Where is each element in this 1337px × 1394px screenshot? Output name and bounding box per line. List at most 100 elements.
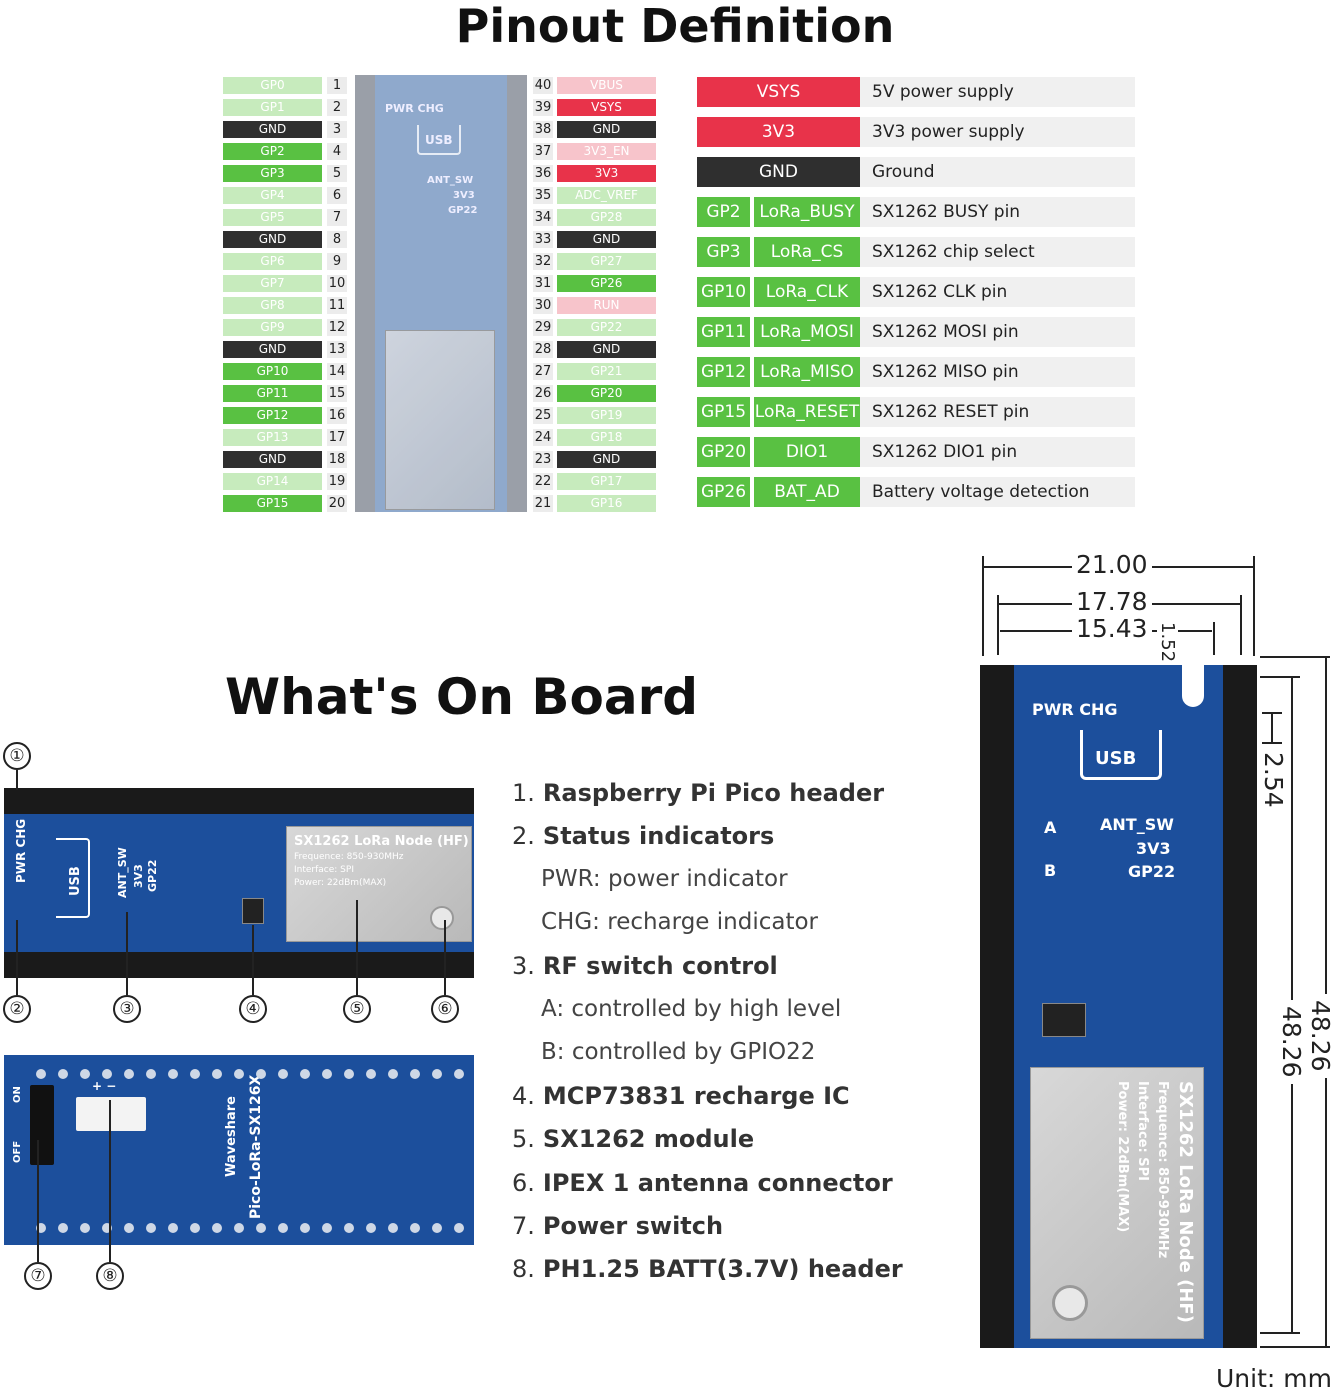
right-pin-label: GND [557, 121, 656, 138]
dim-height-1: 48.26 [1277, 1000, 1306, 1084]
back-board-photo: ON OFF + − Waveshare Pico-LoRa-SX126X [4, 1055, 474, 1245]
right-pin-label: GP16 [557, 495, 656, 512]
header-hole [322, 1069, 332, 1079]
feature-title: MCP73831 recharge IC [542, 1082, 850, 1111]
dim-height-2: 48.26 [1306, 994, 1335, 1078]
header-hole [366, 1069, 376, 1079]
feature-subitem: CHG: recharge indicator [541, 908, 819, 935]
feature-title: PH1.25 BATT(3.7V) header [542, 1255, 903, 1284]
right-pin-number: 37 [533, 143, 553, 160]
legend-gpio-label: GP10 [697, 277, 750, 307]
pinout-usb-label: USB [425, 133, 453, 147]
right-pin-number: 40 [533, 77, 553, 94]
dimension-gp22-label: GP22 [1128, 862, 1176, 881]
legend-description: SX1262 chip select [860, 237, 1135, 267]
callout-1: ① [3, 742, 31, 770]
left-pin-label: GP0 [223, 77, 322, 94]
left-pin-label: GP14 [223, 473, 322, 490]
feature-number: 2. [512, 822, 535, 851]
legend-function-label: LoRa_MISO [754, 357, 860, 387]
header-hole [454, 1223, 464, 1233]
header-hole [58, 1069, 68, 1079]
feature-number: 3. [512, 952, 535, 981]
legend-description: SX1262 RESET pin [860, 397, 1135, 427]
header-hole [388, 1069, 398, 1079]
legend-gpio-label: GP3 [697, 237, 750, 267]
left-pin-label: GND [223, 341, 322, 358]
header-hole [256, 1223, 266, 1233]
left-pin-label: GND [223, 231, 322, 248]
left-pin-number: 8 [327, 231, 347, 248]
back-plus-minus: + − [92, 1079, 117, 1093]
callout-leader [16, 770, 18, 790]
right-pin-number: 26 [533, 385, 553, 402]
dimension-ant-sw-label: ANT_SW [1100, 815, 1174, 834]
front-ant-sw-label: ANT_SW [116, 847, 129, 898]
left-pin-label: GP11 [223, 385, 322, 402]
feature-item: 8.PH1.25 BATT(3.7V) header [512, 1255, 903, 1283]
header-hole [300, 1223, 310, 1233]
dimension-module-frequency: Frequence: 850-930MHz [1155, 1081, 1170, 1259]
right-pin-label: GND [557, 231, 656, 248]
dimension-board: PWR CHG USB A B ANT_SW 3V3 GP22 SX1262 L… [980, 655, 1257, 1348]
left-pin-label: GP15 [223, 495, 322, 512]
feature-title: Raspberry Pi Pico header [542, 779, 885, 807]
dimension-recharge-ic [1042, 1003, 1086, 1037]
right-pin-number: 27 [533, 363, 553, 380]
legend-description: SX1262 CLK pin [860, 277, 1135, 307]
unit-label: Unit: mm [1216, 1364, 1332, 1393]
dimension-slot [1182, 655, 1204, 707]
dim-width-1543: 15.43 [1072, 614, 1152, 643]
header-hole [278, 1223, 288, 1233]
header-hole [102, 1069, 112, 1079]
dimension-module-power: Power: 22dBm(MAX) [1115, 1081, 1130, 1233]
legend-function-label: LoRa_RESET [754, 397, 860, 427]
callout-2: ② [3, 995, 31, 1023]
right-pin-number: 21 [533, 495, 553, 512]
right-pin-label: GP18 [557, 429, 656, 446]
front-3v3-label: 3V3 [132, 864, 145, 888]
left-pin-number: 6 [327, 187, 347, 204]
header-hole [168, 1223, 178, 1233]
right-pin-label: GP27 [557, 253, 656, 270]
right-pin-label: 3V3_EN [557, 143, 656, 160]
feature-number: 6. [512, 1168, 535, 1197]
feature-title: Status indicators [542, 822, 775, 851]
pinout-usb-port [417, 125, 461, 155]
right-pin-label: GND [557, 451, 656, 468]
left-pin-number: 2 [327, 99, 347, 116]
callout-leader [109, 1100, 111, 1262]
feature-number: 4. [512, 1082, 535, 1111]
callout-leader [37, 1140, 39, 1262]
left-pin-number: 10 [327, 275, 347, 292]
left-pin-label: GP8 [223, 297, 322, 314]
left-pin-number: 11 [327, 297, 347, 314]
header-hole [36, 1223, 46, 1233]
dim-width-1778: 17.78 [1072, 587, 1152, 616]
left-pin-label: GP4 [223, 187, 322, 204]
left-pin-label: GP1 [223, 99, 322, 116]
right-pin-number: 34 [533, 209, 553, 226]
right-pin-number: 38 [533, 121, 553, 138]
legend-description: SX1262 DIO1 pin [860, 437, 1135, 467]
legend-gpio-label: GP2 [697, 197, 750, 227]
header-hole [212, 1223, 222, 1233]
left-pin-number: 20 [327, 495, 347, 512]
front-gp22-label: GP22 [146, 859, 159, 892]
header-hole [234, 1223, 244, 1233]
right-pin-number: 25 [533, 407, 553, 424]
front-module-power: Power: 22dBm(MAX) [294, 878, 387, 888]
header-hole [300, 1069, 310, 1079]
header-hole [212, 1069, 222, 1079]
callout-8: ⑧ [96, 1262, 124, 1290]
back-power-switch [30, 1085, 54, 1165]
left-pin-label: GP7 [223, 275, 322, 292]
header-hole [80, 1223, 90, 1233]
left-pin-label: GP2 [223, 143, 322, 160]
dimension-3v3-label: 3V3 [1136, 839, 1171, 858]
header-hole [410, 1069, 420, 1079]
header-hole [190, 1223, 200, 1233]
pinout-title: Pinout Definition [455, 0, 895, 53]
right-pin-number: 32 [533, 253, 553, 270]
right-pin-label: VBUS [557, 77, 656, 94]
